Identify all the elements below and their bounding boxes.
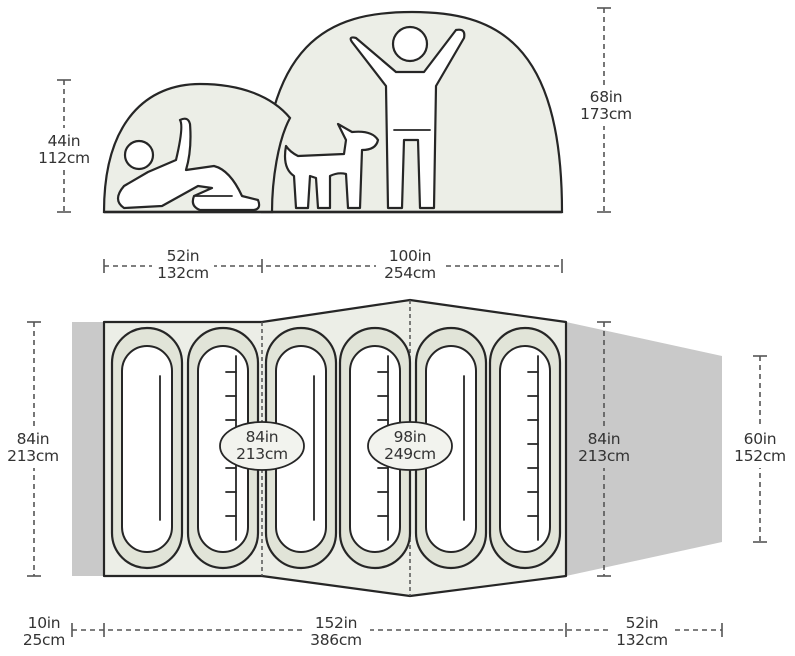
vestibule-depth-cm: 152cm: [734, 447, 786, 465]
large-dome-height-in: 68in: [590, 88, 623, 106]
left-depth-cm: 213cm: [7, 447, 59, 465]
total-length-cm: 386cm: [310, 631, 362, 649]
right-vestibule-length-in: 52in: [626, 614, 659, 632]
sleeping-bag: [110, 326, 184, 570]
left-vestibule: [72, 322, 104, 576]
total-length-in: 152in: [315, 614, 357, 632]
room-one-width-badge: [219, 421, 305, 471]
large-dome-height-cm: 173cm: [580, 105, 632, 123]
small-dome-width-in: 52in: [167, 247, 200, 265]
large-dome-width-in: 100in: [389, 247, 431, 265]
sleeping-bag: [488, 326, 562, 570]
standing-person-icon: [349, 25, 466, 210]
large-dome-width-cm: 254cm: [384, 264, 436, 282]
small-dome-height-in: 44in: [48, 132, 81, 150]
reclining-person-icon: [116, 117, 261, 212]
sleeping-bags: [110, 326, 562, 570]
room-one-width-in: 84in: [246, 428, 279, 446]
vestibule-depth-in: 60in: [744, 430, 777, 448]
room-one-width-cm: 213cm: [236, 445, 288, 463]
room-two-width-badge: [367, 421, 453, 471]
small-dome-width-cm: 132cm: [157, 264, 209, 282]
right-depth-cm: 213cm: [578, 447, 630, 465]
floor-plan: 84in 213cm 98in 249cm 84in 213cm 84in 21…: [2, 298, 792, 652]
side-view: 44in 112cm 68in 173cm 52in 132cm 100in 2…: [36, 7, 632, 282]
small-dome-height-cm: 112cm: [38, 149, 90, 167]
room-two-width-cm: 249cm: [384, 445, 436, 463]
left-vestibule-length-in: 10in: [28, 614, 61, 632]
dog-icon: [283, 122, 380, 210]
left-depth-in: 84in: [17, 430, 50, 448]
room-two-width-in: 98in: [394, 428, 427, 446]
right-vestibule: [566, 322, 722, 576]
right-vestibule-length-cm: 132cm: [616, 631, 668, 649]
right-depth-in: 84in: [588, 430, 621, 448]
left-vestibule-length-cm: 25cm: [23, 631, 65, 649]
